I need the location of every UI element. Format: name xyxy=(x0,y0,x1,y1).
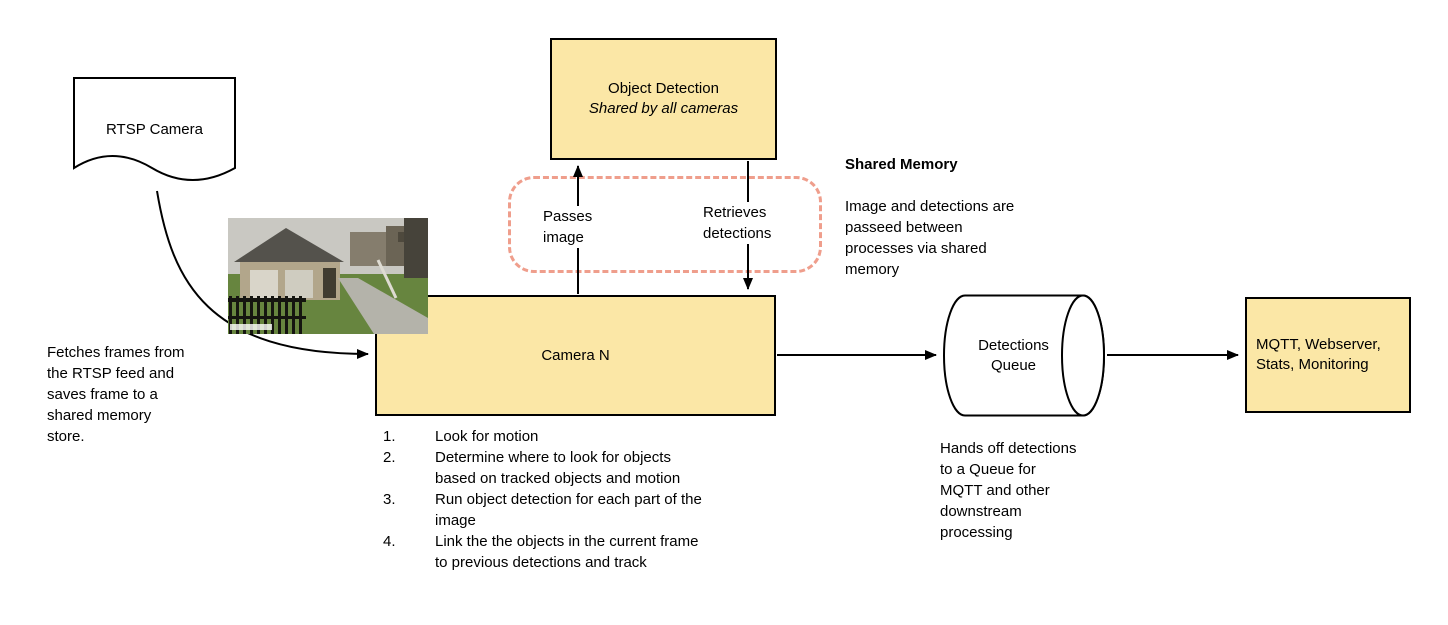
shared-memory-zone xyxy=(508,176,822,273)
detections-queue-label: Detections Queue xyxy=(978,336,1049,374)
step-item: 1. Look for motion xyxy=(383,426,807,447)
object-detection-title: Object Detection xyxy=(608,80,719,97)
retrieves-detections-label: Retrieves detections xyxy=(701,202,774,244)
detections-queue-node: Detections Queue xyxy=(941,293,1109,418)
step-number: 3. xyxy=(383,491,396,508)
rtsp-camera-label: RTSP Camera xyxy=(106,121,203,138)
queue-handoff-note: Hands off detections to a Queue for MQTT… xyxy=(940,440,1077,541)
camera-steps-list: 1. Look for motion 2. Determine where to… xyxy=(383,426,807,573)
step-number: 4. xyxy=(383,533,396,550)
fetch-frames-note: Fetches frames from the RTSP feed and sa… xyxy=(47,344,185,445)
outputs-label: MQTT, Webserver, Stats, Monitoring xyxy=(1256,336,1381,373)
passes-image-label: Passes image xyxy=(541,206,595,248)
outputs-node: MQTT, Webserver, Stats, Monitoring xyxy=(1245,297,1411,413)
step-item: 4. Link the the objects in the current f… xyxy=(383,531,807,573)
object-detection-subtitle: Shared by all cameras xyxy=(588,100,739,117)
rtsp-camera-node: RTSP Camera xyxy=(72,76,237,198)
step-item: 3. Run object detection for each part of… xyxy=(383,489,807,531)
document-shape xyxy=(73,77,236,181)
shared-memory-note: Shared Memory Image and detections are p… xyxy=(845,133,1063,301)
step-number: 2. xyxy=(383,449,396,466)
snapshot-illustration xyxy=(228,218,428,334)
step-number: 1. xyxy=(383,428,396,445)
object-detection-node: Object Detection Shared by all cameras xyxy=(550,38,777,160)
queue-cylinder-shape xyxy=(943,294,1105,417)
camera-n-node: Camera N xyxy=(375,295,776,416)
step-text: Link the the objects in the current fram… xyxy=(435,533,699,571)
shared-memory-note-title: Shared Memory xyxy=(845,156,958,173)
step-text: Run object detection for each part of th… xyxy=(435,491,702,529)
step-item: 2. Determine where to look for objects b… xyxy=(383,447,807,489)
step-text: Look for motion xyxy=(435,428,539,445)
shared-memory-note-body: Image and detections are passeed between… xyxy=(845,198,1015,278)
camera-n-label: Camera N xyxy=(541,346,610,364)
camera-snapshot-image xyxy=(228,218,428,334)
step-text: Determine where to look for objects base… xyxy=(435,449,681,487)
